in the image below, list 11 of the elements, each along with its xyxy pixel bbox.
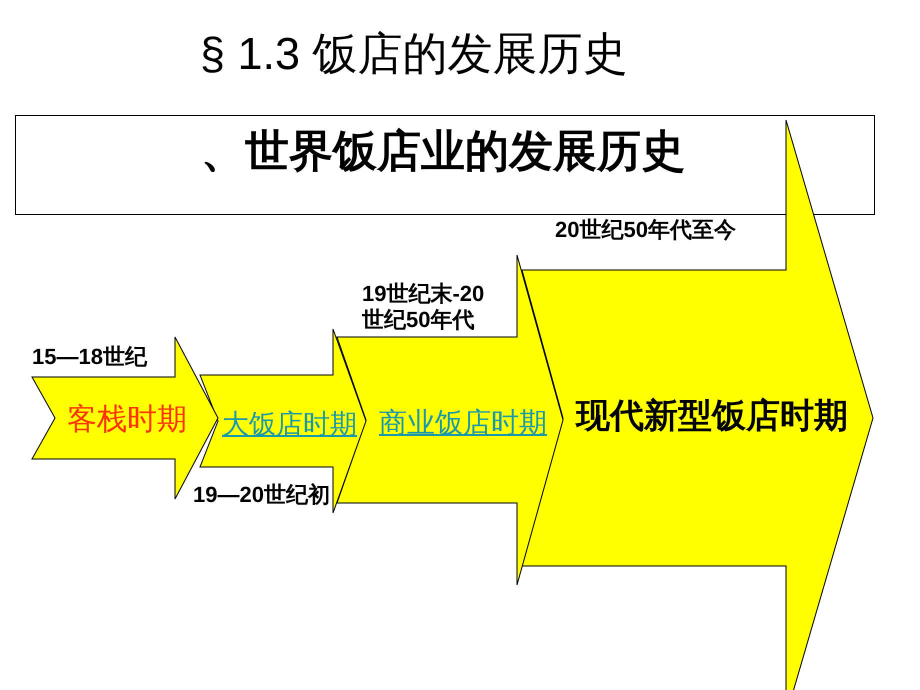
- date-label: 19—20世纪初: [193, 482, 330, 508]
- period-label: 大饭店时期: [222, 408, 357, 440]
- period-label: 商业饭店时期: [379, 406, 547, 440]
- heading-box: [15, 115, 875, 215]
- page-title: § 1.3 饭店的发展历史: [200, 28, 628, 80]
- date-label: 20世纪50年代至今: [555, 217, 736, 244]
- period-label: 客栈时期: [67, 402, 187, 438]
- heading-text: 、世界饭店业的发展历史: [201, 126, 685, 178]
- date-label: 15—18世纪: [32, 344, 147, 370]
- date-label: 19世纪末-20世纪50年代: [362, 281, 486, 334]
- period-label: 现代新型饭店时期: [576, 396, 848, 436]
